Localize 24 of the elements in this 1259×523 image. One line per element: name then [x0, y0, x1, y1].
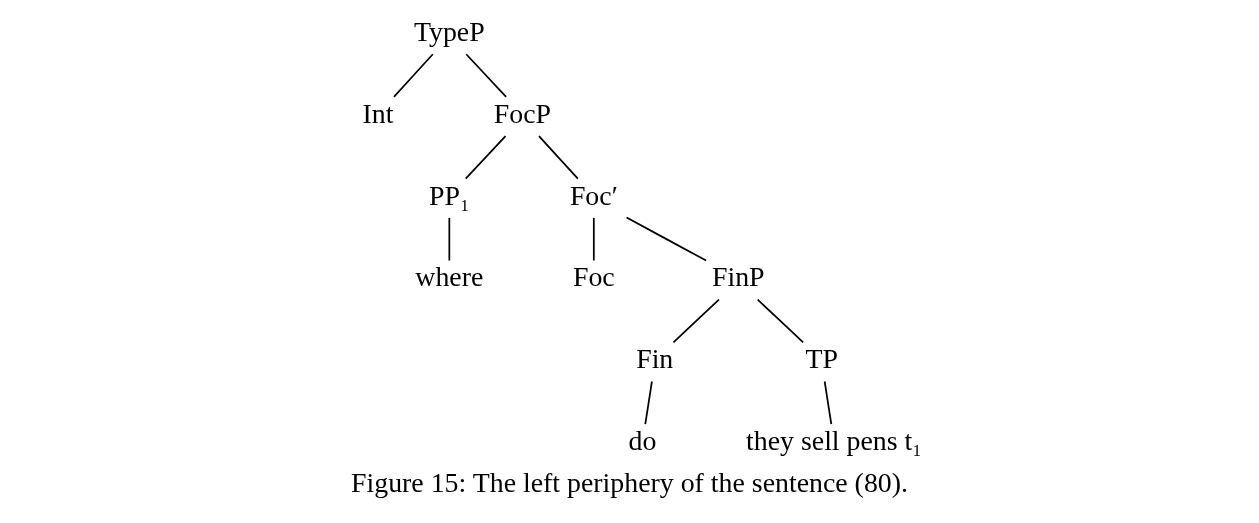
connector	[538, 135, 579, 180]
node-text: do	[628, 425, 657, 457]
connector	[625, 216, 707, 262]
connector	[672, 298, 720, 344]
node-text: FocP	[493, 97, 552, 129]
node-text: Foc′	[569, 179, 618, 211]
node-text: Int	[362, 97, 394, 129]
connector	[756, 298, 805, 344]
connector	[393, 53, 434, 98]
connector	[465, 53, 507, 98]
connector	[823, 380, 833, 425]
node-text: Foc	[572, 261, 615, 293]
node-text: they sell pens t₁	[746, 425, 923, 457]
node-text: FinP	[711, 261, 765, 293]
caption: Figure 15: The left periphery of the sentence (80).	[351, 466, 908, 498]
connector	[644, 380, 653, 425]
connector	[448, 217, 451, 262]
node-text: where	[415, 261, 484, 293]
connector	[592, 217, 595, 262]
node-text: Fin	[636, 343, 674, 375]
connector	[464, 135, 507, 180]
node-text: PP₁	[428, 179, 470, 211]
node-text: TypeP	[413, 15, 485, 47]
node-text: TP	[805, 343, 839, 375]
